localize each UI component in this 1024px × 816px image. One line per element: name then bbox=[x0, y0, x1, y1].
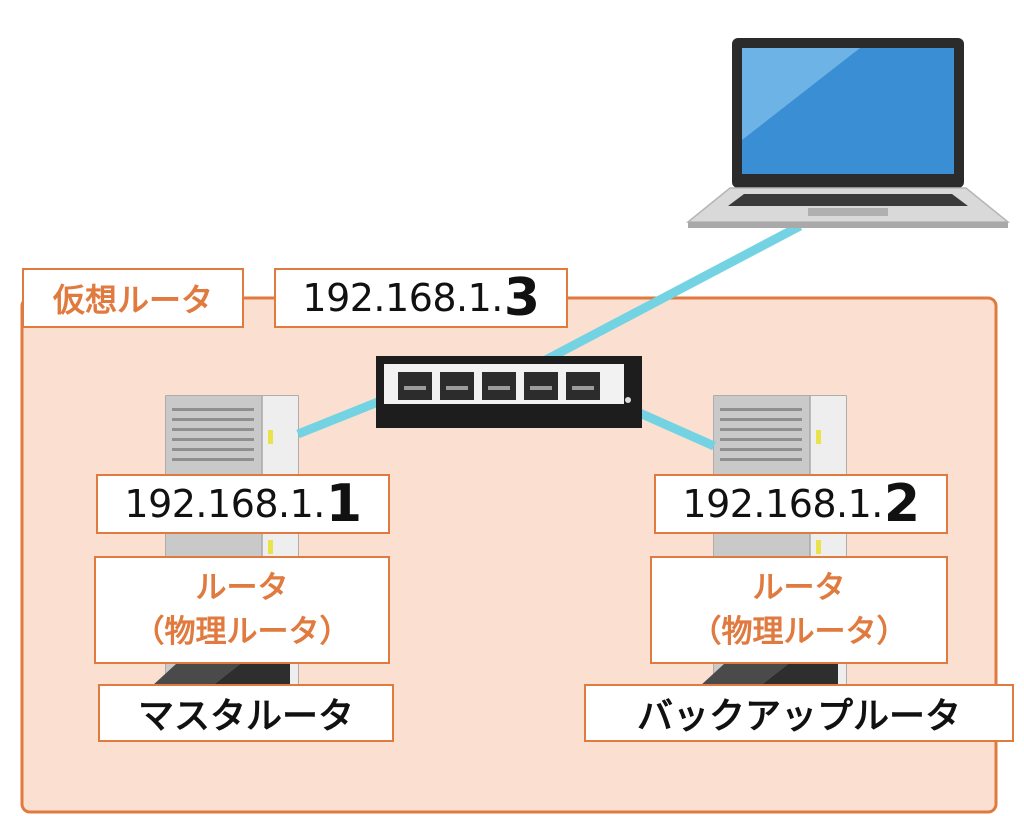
virtual-router-ip-last: 3 bbox=[503, 268, 540, 328]
laptop-icon bbox=[685, 38, 1011, 228]
backup-router-role-text: バックアップルータ bbox=[636, 696, 961, 737]
virtual-router-ip: 192.168.1.3 bbox=[274, 268, 568, 328]
backup-router-ip-prefix: 192.168.1. bbox=[682, 482, 883, 526]
virtual-router-label-text: 仮想ルータ bbox=[52, 281, 213, 319]
master-router-ip: 192.168.1.1 bbox=[96, 474, 390, 534]
backup-router-name: ルータ bbox=[752, 570, 846, 606]
backup-router-ip: 192.168.1.2 bbox=[654, 474, 948, 534]
master-router-ip-prefix: 192.168.1. bbox=[124, 482, 325, 526]
master-router-role-text: マスタルータ bbox=[137, 696, 354, 737]
backup-router-ip-last: 2 bbox=[883, 474, 920, 534]
network-switch-icon bbox=[376, 356, 642, 428]
master-router-ip-last: 1 bbox=[325, 474, 362, 534]
master-router-description: ルータ （物理ルータ） bbox=[94, 556, 390, 664]
backup-router-role: バックアップルータ bbox=[584, 684, 1014, 742]
backup-router-description: ルータ （物理ルータ） bbox=[650, 556, 948, 664]
master-router-name: ルータ bbox=[195, 570, 289, 606]
virtual-router-label: 仮想ルータ bbox=[22, 268, 244, 328]
backup-router-subtitle: （物理ルータ） bbox=[690, 614, 908, 650]
virtual-router-ip-prefix: 192.168.1. bbox=[302, 276, 503, 320]
master-router-role: マスタルータ bbox=[98, 684, 394, 742]
master-router-subtitle: （物理ルータ） bbox=[133, 614, 351, 650]
